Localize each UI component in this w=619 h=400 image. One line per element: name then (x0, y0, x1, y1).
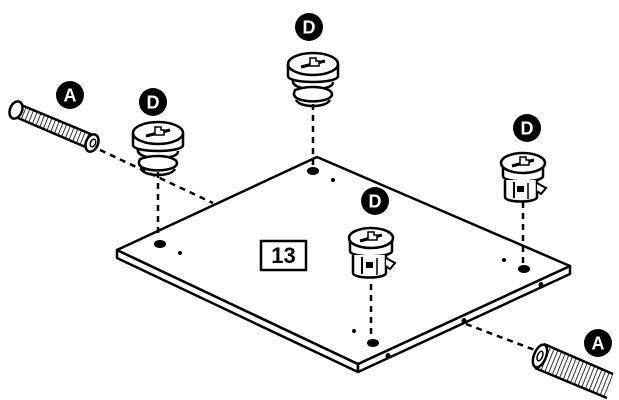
cam-lock-housing-icon (499, 151, 548, 203)
panel (115, 155, 572, 374)
cam-lock-housing-icon (347, 226, 397, 279)
part-badge-d-right: D (513, 114, 541, 142)
cam-lock-nut-icon (286, 51, 340, 108)
pilot-hole (502, 258, 506, 262)
cam-hole (154, 240, 166, 248)
wooden-dowel-icon (531, 342, 614, 400)
badge-letter: D (521, 119, 534, 139)
cam-hole (367, 339, 379, 347)
part-badge-d-top: D (295, 13, 323, 41)
panel-number-text: 13 (271, 243, 295, 268)
cam-hole (518, 265, 530, 273)
pilot-hole (352, 329, 356, 333)
edge-hole (461, 318, 467, 324)
cam-lock-nut-icon (131, 120, 185, 177)
guide-line (465, 322, 541, 354)
part-badge-a-left: A (56, 81, 84, 109)
badge-letter: D (369, 192, 382, 212)
wooden-dowel-icon (8, 100, 100, 153)
part-badge-d-center: D (361, 187, 389, 215)
badge-letter: D (303, 18, 316, 38)
pilot-hole (178, 251, 182, 255)
guide-line (99, 148, 214, 205)
part-badge-a-right: A (584, 329, 612, 357)
pilot-hole (331, 178, 335, 182)
badge-letter: A (64, 86, 77, 106)
badge-letter: A (592, 334, 605, 354)
panel-number-label: 13 (259, 239, 308, 272)
cam-hole (307, 167, 319, 175)
edge-hole (538, 282, 544, 288)
edge-hole (385, 353, 391, 359)
assembly-guides (99, 104, 541, 354)
badge-letter: D (147, 93, 160, 113)
part-badge-d-left: D (139, 88, 167, 116)
